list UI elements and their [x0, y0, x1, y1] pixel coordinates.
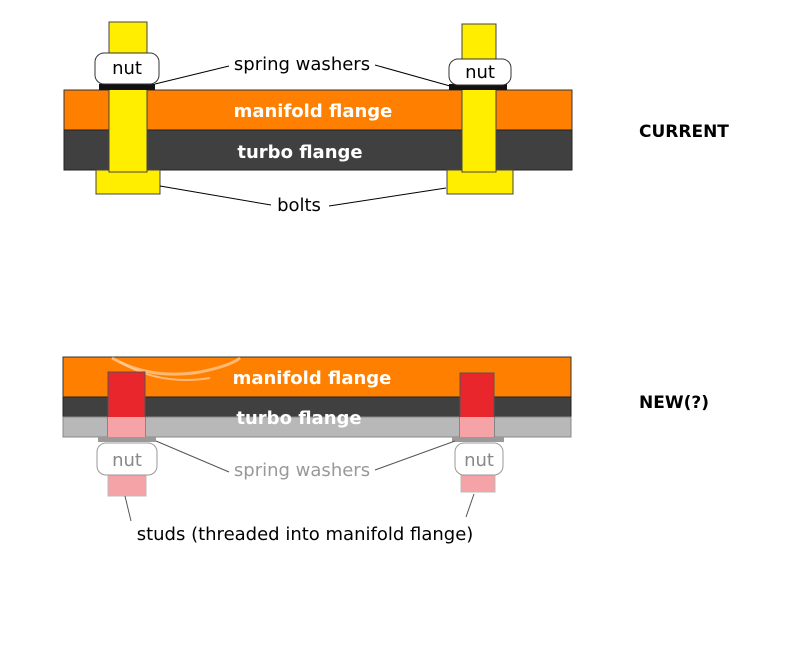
current-washers-label: spring washers	[234, 54, 370, 75]
current-nut-right	[448, 58, 512, 86]
current-bolt-right-shank	[461, 23, 497, 173]
new-washer-leader-right	[374, 440, 456, 471]
current-turbo-label: turbo flange	[237, 142, 362, 163]
new-washer-left	[98, 437, 156, 442]
current-washer-leader-right	[374, 64, 451, 87]
current-nut-left	[94, 52, 160, 85]
new-stud-right-tail	[460, 473, 496, 493]
new-washer-leader-left	[155, 440, 230, 473]
current-bolt-right-head	[446, 169, 514, 195]
new-assembly: nut nut manifold flange turbo flange spr…	[62, 356, 709, 545]
new-nut-left	[96, 442, 158, 476]
new-studs-label: studs (threaded into manifold flange)	[137, 524, 474, 545]
new-nut-right	[454, 442, 504, 476]
current-bolt-leader-right	[328, 187, 447, 207]
current-manifold-label: manifold flange	[234, 101, 393, 122]
current-side-label: CURRENT	[639, 122, 729, 142]
current-bolts-label: bolts	[277, 195, 321, 216]
current-washer-right	[449, 84, 507, 90]
current-bolt-left-head	[95, 169, 161, 195]
current-bolt-left-shank	[108, 21, 148, 173]
new-stud-leader-left	[124, 495, 132, 522]
new-turbo-label: turbo flange	[236, 408, 361, 429]
new-washer-right	[452, 437, 504, 442]
current-nut-right-label: nut	[465, 62, 495, 83]
current-washer-leader-left	[154, 65, 230, 85]
watermark-swirl	[111, 356, 241, 376]
new-nut-left-label: nut	[112, 450, 142, 471]
new-stud-right-overlay	[460, 417, 494, 437]
new-washers-label: spring washers	[234, 460, 370, 481]
current-nut-left-label: nut	[112, 58, 142, 79]
current-bolt-leader-left	[159, 185, 272, 206]
new-side-label: NEW(?)	[639, 393, 709, 413]
new-turbo-flange-lower	[62, 416, 572, 438]
new-nut-right-label: nut	[464, 450, 494, 471]
current-assembly: nut nut manifold flange turbo flange spr…	[63, 21, 729, 216]
new-stud-leader-right	[465, 493, 475, 518]
new-manifold-label: manifold flange	[233, 368, 392, 389]
new-stud-left-overlay	[108, 417, 145, 437]
current-washer-left	[99, 84, 155, 90]
new-stud-left-tail	[107, 473, 147, 497]
